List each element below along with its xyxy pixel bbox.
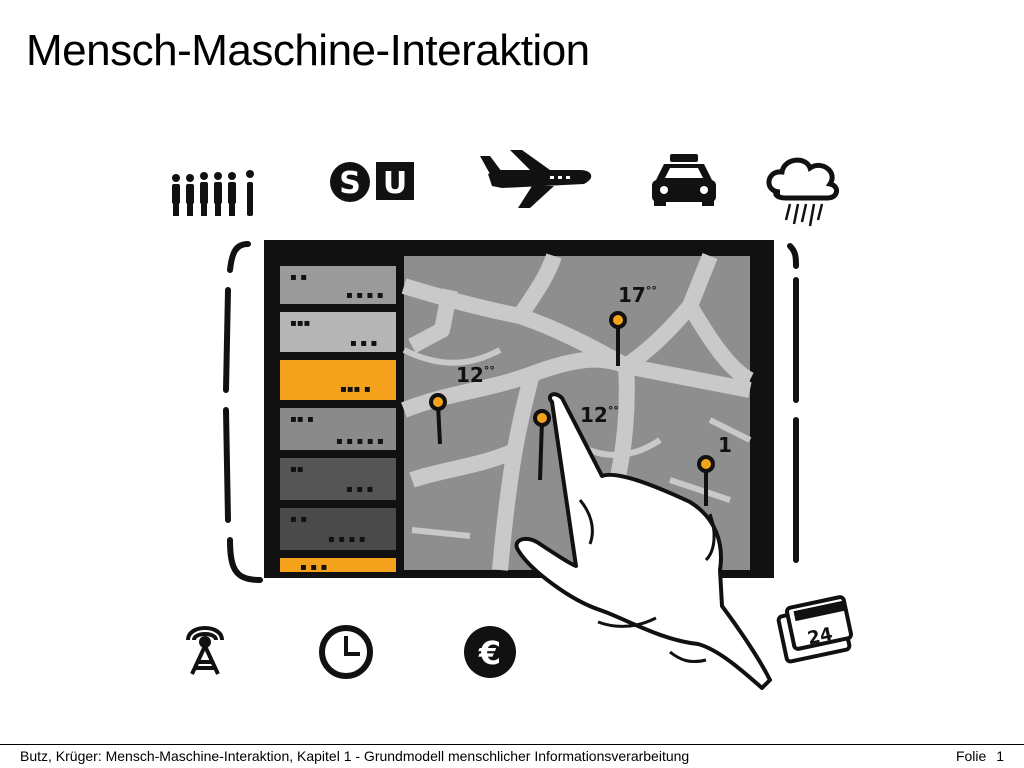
s-u-bahn-icon: S U xyxy=(330,162,414,202)
touchscreen-sketch: S U xyxy=(172,150,853,690)
list-item xyxy=(280,458,396,500)
touchscreen-illustration: S U xyxy=(150,140,870,700)
svg-text:▪ ▪ ▪: ▪ ▪ ▪ xyxy=(346,484,373,495)
svg-text:▪ ▪ ▪ ▪ ▪: ▪ ▪ ▪ ▪ ▪ xyxy=(336,436,384,447)
people-icon xyxy=(172,170,254,216)
map-pin xyxy=(533,409,551,481)
map-pin xyxy=(429,393,447,445)
list-item xyxy=(280,508,396,550)
map-pin xyxy=(609,311,627,366)
svg-text:▪ ▪ ▪: ▪ ▪ ▪ xyxy=(350,338,377,349)
map-pins xyxy=(429,311,715,506)
svg-text:U: U xyxy=(383,166,407,201)
pin-time-label: 12°° xyxy=(580,403,619,427)
footer-divider xyxy=(0,744,1024,745)
footer-citation: Butz, Krüger: Mensch-Maschine-Interaktio… xyxy=(20,748,690,764)
airplane-icon xyxy=(480,150,592,208)
pin-time-labels: 17°° 12°° 12°° 1 xyxy=(456,283,732,457)
sidebar-list: ▪ ▪ ▪ ▪ ▪ ▪ ▪ ▪▪▪ ▪ ▪ ▪ ▪ ▪ ▪ ▪ ▪ ▪ ▪ ▪ … xyxy=(280,266,396,573)
svg-text:▪ ▪ ▪ ▪: ▪ ▪ ▪ ▪ xyxy=(346,290,384,301)
rain-cloud-icon xyxy=(766,157,839,227)
pin-time-label: 17°° xyxy=(618,283,657,307)
list-item xyxy=(280,408,396,450)
svg-text:▪▪▪ ▪: ▪▪▪ ▪ xyxy=(340,384,371,395)
device-bezel xyxy=(223,241,799,583)
pin-time-label: 12°° xyxy=(456,363,495,387)
pointing-hand xyxy=(514,392,772,690)
svg-text:▪ ▪ ▪: ▪ ▪ ▪ xyxy=(300,562,327,573)
map-pin xyxy=(697,455,715,506)
svg-text:▪▪ ▪: ▪▪ ▪ xyxy=(290,414,314,425)
pin-time-label: 1 xyxy=(718,433,732,457)
antenna-icon xyxy=(186,626,224,675)
svg-text:▪▪: ▪▪ xyxy=(290,464,304,475)
svg-text:€: € xyxy=(478,634,501,672)
calendar-icon: 24 xyxy=(776,595,853,664)
list-item xyxy=(280,266,396,304)
svg-text:▪ ▪ ▪ ▪: ▪ ▪ ▪ ▪ xyxy=(328,534,366,545)
euro-icon: € xyxy=(464,626,516,678)
taxi-icon xyxy=(652,154,716,206)
calendar-day: 24 xyxy=(806,624,835,650)
svg-text:▪▪▪: ▪▪▪ xyxy=(290,318,310,329)
list-item xyxy=(280,558,396,572)
list-item xyxy=(280,312,396,352)
slide-title: Mensch-Maschine-Interaktion xyxy=(26,26,590,75)
clock-icon xyxy=(319,625,373,679)
svg-text:S: S xyxy=(339,166,361,201)
list-item-selected xyxy=(280,360,396,400)
slide-number: Folie 1 xyxy=(955,748,1004,764)
svg-text:▪ ▪: ▪ ▪ xyxy=(290,272,307,283)
svg-text:▪ ▪: ▪ ▪ xyxy=(290,514,307,525)
